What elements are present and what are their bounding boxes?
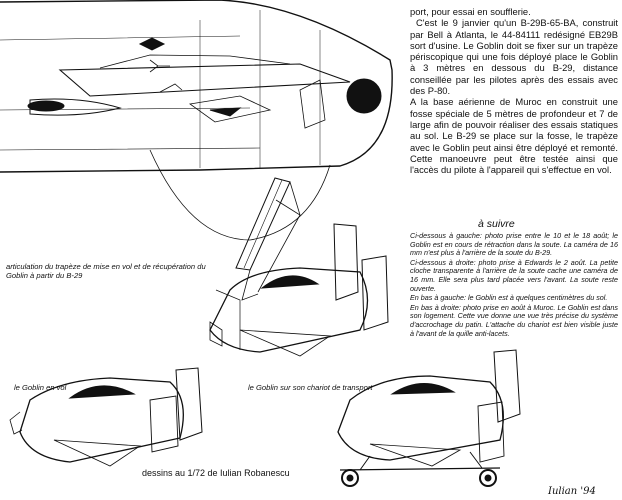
caption: Ci-dessous à droite: photo prise à Edwar… (410, 257, 618, 293)
caption: En bas à gauche: le Goblin est à quelque… (410, 293, 608, 303)
article-paragraph: port, pour essai en soufflerie. (410, 6, 531, 17)
signature: Iulian '94 (548, 486, 596, 497)
drawing-credit: dessins au 1/72 de Iulian Robanescu (142, 468, 290, 478)
goblin-flight-drawing (9, 367, 203, 467)
on-trolley-label: le Goblin sur son chariot de transport (248, 383, 373, 392)
article-text: port, pour essai en soufflerie. C'est le… (410, 6, 618, 175)
trapeze-drawing (235, 177, 301, 301)
article-paragraph: A la base aérienne de Muroc en construit… (410, 96, 618, 176)
caption: Ci-dessous à gauche: photo prise entre l… (410, 231, 618, 258)
goblin-trolley-drawing (337, 349, 521, 487)
b29-fuselage-drawing (0, 0, 393, 241)
article-paragraph: C'est le 9 janvier qu'un B-29B-65-BA, co… (410, 17, 618, 97)
caption: En bas à droite: photo prise en août à M… (410, 302, 618, 338)
to-be-continued: à suivre (478, 218, 515, 230)
trapeze-label: articulation du trapèze de mise en vol e… (6, 262, 206, 280)
photo-captions: Ci-dessous à gauche: photo prise entre l… (410, 231, 618, 339)
goblin-trapeze-drawing (209, 223, 389, 357)
in-flight-label: le Goblin en vol (14, 383, 67, 392)
